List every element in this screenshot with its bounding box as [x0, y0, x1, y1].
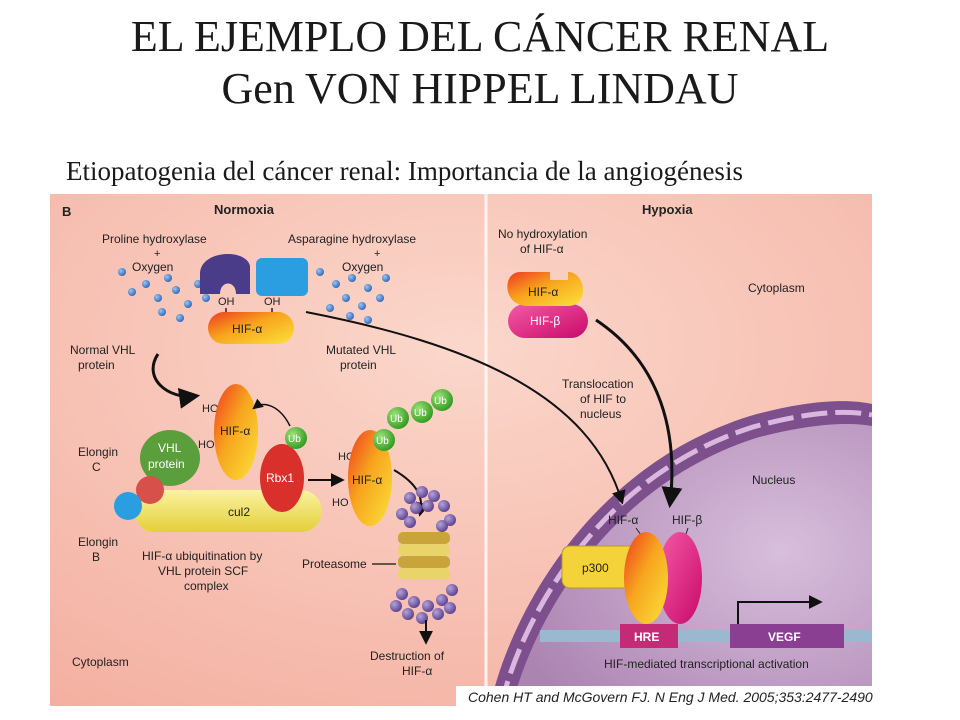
- proteasome-label: Proteasome: [302, 557, 367, 571]
- hre-element: [620, 624, 678, 648]
- vhl-protein-label-line1: VHL: [158, 441, 182, 455]
- hif-alpha-ubiquitinated: [348, 430, 392, 526]
- hif-alpha-label-nucleus: HIF-α: [608, 513, 638, 527]
- hif-alpha-label-top: HIF-α: [232, 322, 262, 336]
- ubiquitination-label-line2: VHL protein SCF: [158, 564, 248, 578]
- translocation-arrow: [595, 318, 683, 509]
- ho-label-ub-2: HO: [332, 497, 349, 509]
- hif-alpha-normoxia: [208, 312, 294, 344]
- nucleus-label: Nucleus: [752, 473, 795, 487]
- vhl-protein: [140, 430, 200, 486]
- translocation-label-line3: nucleus: [580, 407, 621, 421]
- ub-label-rbx1: Ub: [288, 434, 301, 445]
- normal-vhl-arrow: [151, 353, 201, 409]
- vegf-label: VEGF: [768, 630, 801, 644]
- destruction-label-line2: HIF-α: [402, 664, 432, 678]
- ub-label-4: Ub: [434, 396, 447, 407]
- transcription-start-arrow: [737, 595, 823, 624]
- ho-label-complex-1: HO: [202, 403, 219, 415]
- elongin-c: [136, 476, 164, 504]
- ub-on-rbx1: [285, 427, 307, 449]
- hif-alpha-label-hypoxia: HIF-α: [528, 285, 558, 299]
- oh-label-2: OH: [264, 296, 281, 308]
- rbx1-protein: [260, 444, 304, 512]
- elongin-c-label-line1: Elongin: [78, 445, 118, 459]
- hif-alpha-nuclear: [624, 532, 668, 624]
- destruction-label-line1: Destruction of: [370, 649, 445, 663]
- oxygen-label-right: Oxygen: [342, 260, 383, 274]
- ub-3: [411, 401, 433, 423]
- plus-sign-right: +: [374, 248, 380, 260]
- slide-subtitle: Etiopatogenia del cáncer renal: Importan…: [66, 156, 743, 186]
- slide-title-line2: Gen VON HIPPEL LINDAU: [221, 64, 739, 113]
- elongin-b: [114, 492, 142, 520]
- vhl-protein-label-line2: protein: [148, 457, 185, 471]
- translocation-label-line1: Translocation: [562, 377, 634, 391]
- slide-title-line1: EL EJEMPLO DEL CÁNCER RENAL: [130, 12, 830, 61]
- vhl-hif-pathway-diagram: B Normoxia Hypoxia Proline hydroxylase +…: [50, 194, 872, 706]
- no-hydroxylation-label-line1: No hydroxylation: [498, 227, 587, 241]
- hif-beta-cytoplasm: [508, 304, 588, 338]
- hif-beta-nuclear: [658, 532, 702, 624]
- no-hydroxylation-label-line2: of HIF-α: [520, 242, 564, 256]
- translocation-label-line2: of HIF to: [580, 392, 626, 406]
- ub-label-3: Ub: [414, 408, 427, 419]
- hif-beta-label-nucleus: HIF-β: [672, 513, 702, 527]
- normal-vhl-label-line1: Normal VHL: [70, 343, 136, 357]
- asparagine-hydroxylase-enzyme: [256, 258, 308, 296]
- normoxia-label: Normoxia: [214, 202, 275, 217]
- elongin-c-label-line2: C: [92, 460, 101, 474]
- cul2-label: cul2: [228, 505, 250, 519]
- hif-beta-label-cytoplasm: HIF-β: [530, 314, 560, 328]
- hif-alpha-label-complex: HIF-α: [220, 424, 250, 438]
- cytoplasm-label-right: Cytoplasm: [748, 281, 805, 295]
- ubiquitination-label-line3: complex: [184, 579, 229, 593]
- ub-4: [431, 389, 453, 411]
- ub-label-2: Ub: [390, 414, 403, 425]
- proteasome-complex: [390, 486, 458, 624]
- oxygen-label-left: Oxygen: [132, 260, 173, 274]
- mutated-vhl-label-line1: Mutated VHL: [326, 343, 396, 357]
- p300-label: p300: [582, 561, 609, 575]
- asparagine-hydroxylase-label: Asparagine hydroxylase: [288, 232, 416, 246]
- oxygen-molecules: [118, 268, 390, 324]
- polyubiquitin-chain: [373, 389, 453, 451]
- hif-alpha-bound: [214, 384, 258, 480]
- citation: Cohen HT and McGovern FJ. N Eng J Med. 2…: [456, 686, 934, 708]
- cytoplasm-label-left: Cytoplasm: [72, 655, 129, 669]
- transcription-label: HIF-mediated transcriptional activation: [604, 657, 809, 671]
- rbx1-label: Rbx1: [266, 471, 294, 485]
- hif-alpha-label-ub: HIF-α: [352, 473, 382, 487]
- plus-sign-left: +: [154, 248, 160, 260]
- hif-alpha-hypoxia: [507, 272, 584, 306]
- hre-label: HRE: [634, 630, 659, 644]
- mutated-vhl-arrow: [305, 311, 626, 505]
- ub-label-1: Ub: [376, 436, 389, 447]
- elongin-b-label-line2: B: [92, 550, 100, 564]
- vegf-gene: [730, 624, 844, 648]
- ub-1: [373, 429, 395, 451]
- ub-2: [387, 407, 409, 429]
- normal-vhl-label-line2: protein: [78, 358, 115, 372]
- ho-label-complex-2: HO: [198, 439, 215, 451]
- oh-label-1: OH: [218, 296, 235, 308]
- proline-hydroxylase-label: Proline hydroxylase: [102, 232, 207, 246]
- elongin-b-label-line1: Elongin: [78, 535, 118, 549]
- ubiquitin-transfer-arrow: [252, 398, 291, 427]
- nuclear-pores: [498, 409, 872, 706]
- panel-letter: B: [62, 204, 71, 219]
- hypoxia-label: Hypoxia: [642, 202, 693, 217]
- ubiquitination-label-line1: HIF-α ubiquitination by: [142, 549, 262, 563]
- mutated-vhl-label-line2: protein: [340, 358, 377, 372]
- proline-hydroxylase-enzyme: [200, 254, 250, 294]
